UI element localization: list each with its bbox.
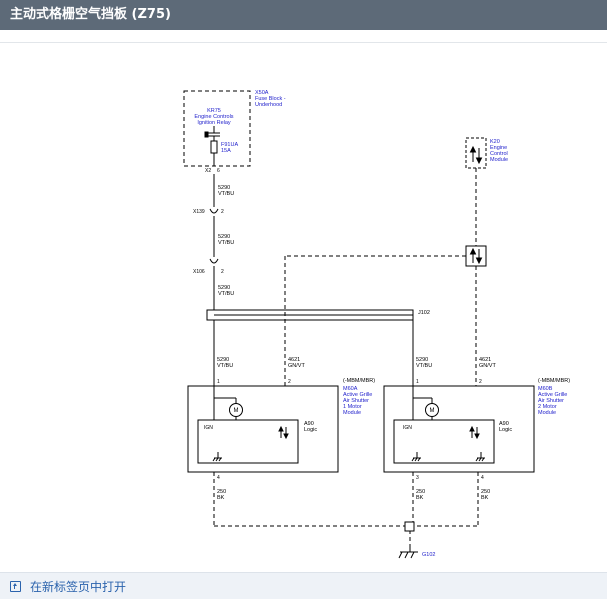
- module-name: Module: [538, 410, 556, 416]
- ecm-name: Engine: [490, 145, 507, 151]
- wire-circuit: 4621: [479, 357, 491, 363]
- connector-label: X106: [193, 269, 205, 275]
- logic-label: Logic: [304, 427, 317, 433]
- wire-color: BK: [481, 495, 489, 501]
- bidirectional-arrow-icon: [278, 425, 289, 440]
- motor-feed: [213, 386, 237, 420]
- ground-icon: [398, 548, 418, 559]
- fuse-block-code: X50A: [255, 90, 269, 96]
- module-pin: 4: [217, 475, 220, 481]
- motor-symbol: M: [430, 408, 435, 414]
- fuse-rating: 15A: [221, 148, 231, 154]
- logic-label: Logic: [499, 427, 512, 433]
- module-name: Air Shutter: [538, 398, 564, 404]
- ground-label: G102: [422, 552, 435, 558]
- connector-label: X139: [193, 209, 205, 215]
- wire-color: VT/BU: [217, 363, 233, 369]
- logic-code: A90: [304, 421, 314, 427]
- wire-circuit: 5290: [218, 234, 230, 240]
- relay-name: Ignition Relay: [197, 120, 231, 126]
- module-pin: 3: [416, 475, 419, 481]
- module-name: 1 Motor: [343, 404, 362, 410]
- bidirectional-arrow-icon: [469, 145, 483, 165]
- wiring-diagram: X50A Fuse Block - Underhood KR75 Engine …: [183, 90, 570, 559]
- ground-wire: [214, 525, 478, 548]
- serial-data-wire: [284, 168, 477, 386]
- wire-color: VT/BU: [218, 291, 234, 297]
- fuse-code: F91UA: [221, 142, 238, 148]
- module-name: Air Shutter: [343, 398, 369, 404]
- bidirectional-arrow-icon: [469, 425, 480, 440]
- wire-circuit: 250: [217, 489, 226, 495]
- module-name: Active Grille: [343, 392, 372, 398]
- motor-icon: [425, 403, 439, 417]
- relay-code: KR75: [207, 108, 221, 114]
- relay-name: Engine Controls: [194, 114, 233, 120]
- wire-circuit: 5290: [416, 357, 428, 363]
- logic-box: [197, 419, 299, 464]
- module-pin: 4: [481, 475, 484, 481]
- module-name: Active Grille: [538, 392, 567, 398]
- motor-icon: [229, 403, 243, 417]
- fuse-icon: [210, 140, 218, 154]
- open-in-new-tab-label: 在新标签页中打开: [30, 579, 127, 594]
- internal-ground-icon: [212, 452, 222, 462]
- ecm-name: Control: [490, 151, 508, 157]
- module-pin: 2: [479, 379, 482, 385]
- bidirectional-arrow-icon: [469, 247, 483, 265]
- wire-circuit: 5290: [218, 185, 230, 191]
- ground-splice: [404, 521, 415, 532]
- divider: [0, 42, 607, 43]
- power-wire: [209, 174, 219, 310]
- ecm-code: K20: [490, 139, 500, 145]
- splice-arrow-box: [465, 245, 487, 267]
- open-new-tab-icon: [10, 580, 21, 592]
- wire-circuit: 250: [416, 489, 425, 495]
- connector-pin: 2: [221, 209, 224, 215]
- wire-color: VT/BU: [218, 191, 234, 197]
- footer-bar: 在新标签页中打开: [0, 572, 607, 599]
- fuse-block-name: Fuse Block -: [255, 96, 286, 102]
- page-title: 主动式格栅空气挡板 (Z75): [0, 0, 607, 30]
- module-name: Module: [343, 410, 361, 416]
- connector-pin: 2: [221, 269, 224, 275]
- internal-ground-icon: [475, 452, 485, 462]
- logic-box: [393, 419, 495, 464]
- motor-symbol: M: [234, 408, 239, 414]
- wire-circuit: 4621: [288, 357, 300, 363]
- module-variant: (-MBM/MBR): [538, 378, 570, 384]
- module-code: M60A: [343, 386, 358, 392]
- splice-label: J102: [418, 310, 430, 316]
- module-pin: 1: [416, 379, 419, 385]
- module-variant: (-MBM/MBR): [343, 378, 375, 384]
- relay-contact-icon: [204, 126, 220, 141]
- wire-color: VT/BU: [416, 363, 432, 369]
- fuse-connector-label: X2: [205, 168, 211, 174]
- wire-circuit: 5290: [217, 357, 229, 363]
- wire-color: BK: [217, 495, 225, 501]
- internal-ground-icon: [411, 452, 421, 462]
- module-pin: 2: [288, 379, 291, 385]
- open-in-new-tab-link[interactable]: 在新标签页中打开: [10, 577, 126, 595]
- wire-color: BK: [416, 495, 424, 501]
- wire-color: VT/BU: [218, 240, 234, 246]
- fuse-block-outline: [183, 90, 251, 167]
- module-outline: [187, 385, 339, 473]
- wire-color: GN/VT: [479, 363, 496, 369]
- module-name: 2 Motor: [538, 404, 557, 410]
- wire-circuit: 5290: [218, 285, 230, 291]
- ign-label: IGN: [403, 425, 412, 431]
- ecm-name: Module: [490, 157, 508, 163]
- ecm-outline: [465, 137, 487, 169]
- wire-circuit: 250: [481, 489, 490, 495]
- ign-label: IGN: [204, 425, 213, 431]
- module-outline: [383, 385, 535, 473]
- fuse-block-name: Underhood: [255, 102, 282, 108]
- module-code: M60B: [538, 386, 553, 392]
- logic-code: A90: [499, 421, 509, 427]
- fuse-connector-pin: 6: [217, 168, 220, 174]
- module-pin: 1: [217, 379, 220, 385]
- wire-color: GN/VT: [288, 363, 305, 369]
